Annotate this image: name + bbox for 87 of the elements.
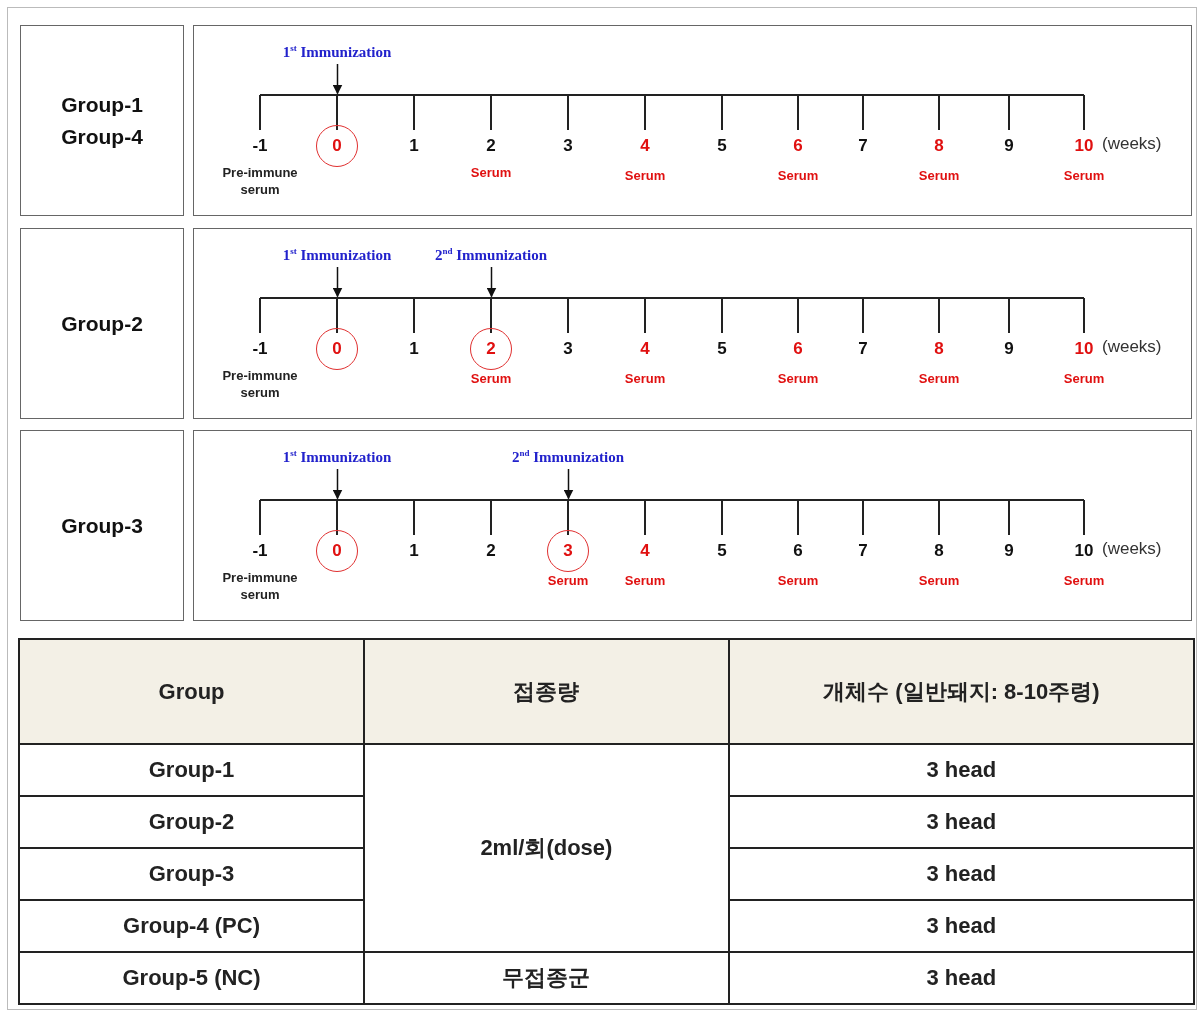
week-number: 5 [717,339,727,359]
pre-immune-serum-label: Pre-immune serum [221,367,299,401]
serum-label: Serum [547,572,589,589]
serum-label: Serum [1063,167,1105,184]
table-cell: 3 head [728,848,1194,900]
group-label: Group-1 [61,91,143,118]
week-number: 1 [409,339,419,359]
week-number: 4 [640,136,650,156]
immunization-label: 1$^{st}$ Immunization [282,448,392,466]
table-cell: Group-2 [19,796,365,848]
table-cell: Group-3 [19,848,365,900]
serum-label: Serum [918,572,960,589]
arrow [563,468,574,500]
week-number: 1 [409,541,419,561]
week-number: 9 [1004,339,1014,359]
week-number: 7 [858,541,868,561]
timeline-panel [193,228,1192,419]
week-number: 6 [793,541,803,561]
table-cell: Group-4 (PC) [19,900,365,952]
immunization-label: 2$^{nd}$ Immunization [511,448,625,466]
arrow [486,266,497,298]
serum-label: Serum [470,370,512,387]
table-cell: Group-5 (NC) [19,952,365,1004]
week-number: -1 [252,136,268,156]
week-number: 1 [409,136,419,156]
week-number: 6 [793,136,803,156]
serum-label: Serum [1063,572,1105,589]
unit-label: (weeks) [1102,539,1162,559]
serum-label: Serum [777,370,819,387]
week-number: 10 [1074,541,1094,561]
arrow [332,63,343,95]
week-number: 3 [563,136,573,156]
timeline-panel [193,430,1192,621]
group-label-box [20,228,184,419]
serum-label: Serum [918,167,960,184]
unit-label: (weeks) [1102,337,1162,357]
header-cell: Group [19,639,365,744]
header-cell: 접종량 [364,639,729,744]
group-label-box [20,430,184,621]
group-label: Group-2 [61,310,143,337]
serum-label: Serum [1063,370,1105,387]
week-number: 4 [640,541,650,561]
arrow [332,266,343,298]
week-number: 9 [1004,541,1014,561]
week-number: 7 [858,339,868,359]
pre-immune-serum-label: Pre-immune serum [221,569,299,603]
week-number: -1 [252,541,268,561]
week-number: 8 [934,136,944,156]
immunization-label: 2$^{nd}$ Immunization [434,246,548,264]
week-number: 7 [858,136,868,156]
arrow [332,468,343,500]
serum-label: Serum [624,572,666,589]
week-number: 10 [1074,136,1094,156]
table-cell: 2ml/회(dose) [364,744,729,952]
unit-label: (weeks) [1102,134,1162,154]
serum-label: Serum [470,164,512,181]
header-cell: 개체수 (일반돼지: 8-10주령) [728,639,1194,744]
week-number: 4 [640,339,650,359]
pre-immune-serum-label: Pre-immune serum [221,164,299,198]
week-number: 8 [934,541,944,561]
group-label: Group-3 [61,512,143,539]
week-number: 5 [717,136,727,156]
serum-label: Serum [918,370,960,387]
serum-label: Serum [624,167,666,184]
week-number: 3 [563,339,573,359]
week-number: 10 [1074,339,1094,359]
group-label-box [20,25,184,216]
table-cell: 3 head [728,744,1194,796]
week-number: 9 [1004,136,1014,156]
week-number: 6 [793,339,803,359]
week-number: 2 [486,136,496,156]
timeline-panel [193,25,1192,216]
week-number: 5 [717,541,727,561]
serum-label: Serum [624,370,666,387]
week-number: 2 [486,541,496,561]
table-cell: 무접종군 [364,952,729,1004]
table-cell: 3 head [728,900,1194,952]
table-cell: 3 head [728,796,1194,848]
immunization-label: 1$^{st}$ Immunization [282,246,392,264]
group-label: Group-4 [61,123,143,150]
table-cell: 3 head [728,952,1194,1004]
week-number: 8 [934,339,944,359]
serum-label: Serum [777,167,819,184]
serum-label: Serum [777,572,819,589]
table-cell: Group-1 [19,744,365,796]
week-number: -1 [252,339,268,359]
immunization-label: 1$^{st}$ Immunization [282,43,392,61]
